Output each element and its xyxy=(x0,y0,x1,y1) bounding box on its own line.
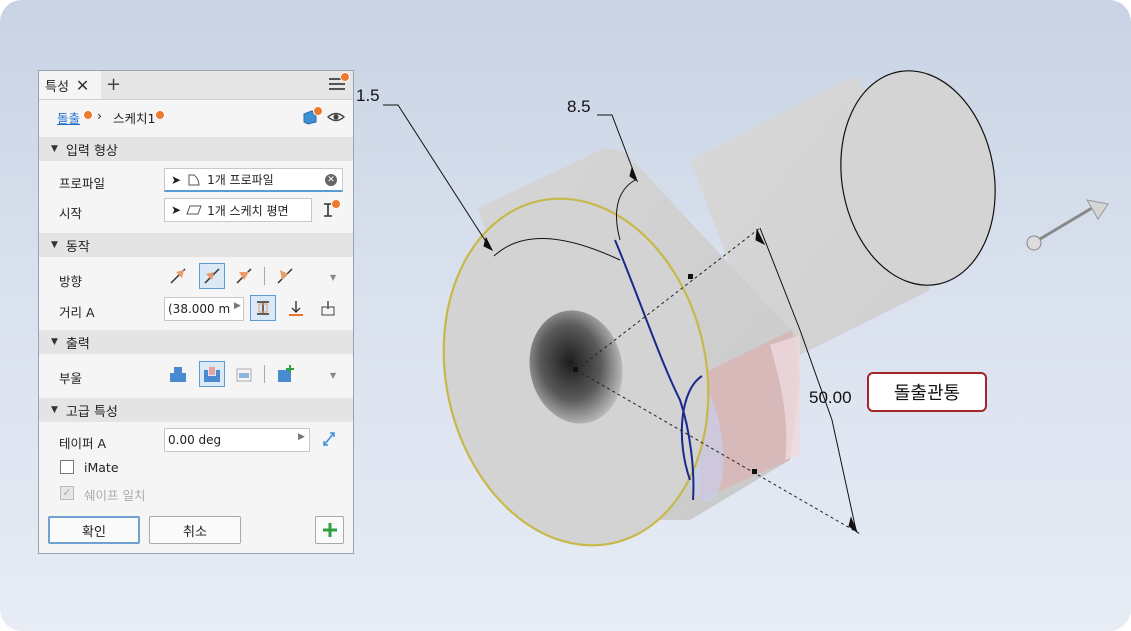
collapse-icon: ▼ xyxy=(51,337,58,347)
direction-icon xyxy=(277,268,293,284)
visibility-icon[interactable] xyxy=(327,110,345,124)
start-label: 시작 xyxy=(59,206,83,221)
chevron-right-icon[interactable]: ▶ xyxy=(234,301,241,311)
collapse-icon: ▼ xyxy=(51,144,58,154)
chevron-down-icon[interactable]: ▼ xyxy=(330,273,337,282)
section-output[interactable]: ▼ 출력 xyxy=(39,330,353,354)
offset-icon[interactable] xyxy=(321,202,335,220)
extents-through-all-button[interactable] xyxy=(315,295,341,321)
cut-button[interactable] xyxy=(199,361,225,387)
sketch-badge xyxy=(155,110,165,120)
distance-value: (38.000 m xyxy=(168,302,231,316)
section-title: 동작 xyxy=(65,239,90,255)
add-icon xyxy=(322,523,337,537)
divider xyxy=(264,365,265,383)
dimension-leaders xyxy=(383,104,859,534)
extents-icon[interactable] xyxy=(301,108,319,126)
direction-flipped-button[interactable] xyxy=(199,263,225,289)
menu-icon[interactable] xyxy=(329,75,345,91)
new-solid-icon xyxy=(278,365,294,382)
section-advanced[interactable]: ▼ 고급 특성 xyxy=(39,398,353,422)
dimension-1-5[interactable]: 1.5 xyxy=(356,86,380,105)
direction-icon xyxy=(236,268,252,284)
menu-badge xyxy=(340,72,350,82)
clear-icon[interactable]: ✕ xyxy=(325,173,337,186)
chevron-down-icon[interactable]: ▼ xyxy=(330,371,337,380)
taper-label: 테이퍼 A xyxy=(59,436,107,451)
dimension-50[interactable]: 50.00 xyxy=(809,388,852,407)
select-cursor-icon: ➤ xyxy=(171,172,182,187)
profile-label: 프로파일 xyxy=(59,176,106,191)
extents-badge xyxy=(313,106,323,116)
direction-icon xyxy=(170,268,186,284)
direction-symmetric-button[interactable] xyxy=(231,263,257,289)
3d-gizmo-icon[interactable] xyxy=(1026,199,1109,251)
sketch-points xyxy=(573,274,757,474)
distance-input[interactable]: (38.000 m xyxy=(164,297,244,321)
breadcrumb-sketch[interactable]: 스케치1 xyxy=(113,111,156,126)
direction-asymmetric-button[interactable] xyxy=(272,263,298,289)
breadcrumb: 돌출 › 스케치1 xyxy=(39,100,353,136)
boolean-label: 부울 xyxy=(59,371,83,386)
section-title: 출력 xyxy=(65,336,90,352)
tab-properties[interactable]: 특성 ✕ xyxy=(39,71,101,99)
distance-icon xyxy=(257,301,269,315)
section-behavior[interactable]: ▼ 동작 xyxy=(39,233,353,257)
new-solid-button[interactable] xyxy=(273,361,299,387)
imate-checkbox[interactable] xyxy=(60,460,74,474)
panel-tab-bar: 특성 ✕ + xyxy=(39,71,353,100)
start-badge xyxy=(331,199,341,209)
join-icon xyxy=(170,367,186,382)
cancel-button[interactable]: 취소 xyxy=(149,516,241,544)
cut-pocket-face xyxy=(700,330,800,500)
start-selector[interactable]: ➤ 1개 스케치 평면 xyxy=(164,198,312,222)
imate-label: iMate xyxy=(84,460,119,475)
shape-match-checkbox[interactable]: ✓ xyxy=(60,486,74,500)
extents-distance-button[interactable] xyxy=(250,295,276,321)
start-value: 1개 스케치 평면 xyxy=(207,203,289,218)
direction-icon xyxy=(204,268,220,284)
section-input-geometry[interactable]: ▼ 입력 형상 xyxy=(39,137,353,161)
distance-label: 거리 A xyxy=(59,305,95,320)
dimension-8-5[interactable]: 8.5 xyxy=(567,97,591,116)
section-title: 고급 특성 xyxy=(65,404,118,420)
shape-match-label: 쉐이프 일치 xyxy=(84,488,146,503)
sketch-plane-icon xyxy=(186,205,202,215)
ok-button[interactable]: 확인 xyxy=(48,516,140,544)
extrude-badge xyxy=(83,110,93,120)
intersect-button[interactable] xyxy=(231,361,257,387)
extrude-cut-tooltip: 돌출관통 xyxy=(867,372,987,412)
direction-label: 방향 xyxy=(59,274,83,289)
cut-pocket-end xyxy=(770,335,800,460)
add-icon[interactable]: + xyxy=(106,74,122,95)
apply-button[interactable] xyxy=(315,516,344,544)
section-title: 입력 형상 xyxy=(65,143,118,159)
flip-taper-icon[interactable] xyxy=(321,430,337,448)
breadcrumb-extrude[interactable]: 돌출 xyxy=(57,111,81,126)
tab-label: 특성 xyxy=(45,79,69,95)
dimension-dashes xyxy=(575,227,863,536)
direction-default-button[interactable] xyxy=(165,263,191,289)
to-icon xyxy=(289,301,303,316)
select-cursor-icon: ➤ xyxy=(171,203,182,217)
properties-panel: 특성 ✕ + 돌출 › 스케치1 ▼ 입력 형상 xyxy=(38,70,354,554)
cut-icon xyxy=(204,367,220,382)
profile-value: 1개 프로파일 xyxy=(207,173,274,187)
taper-value: 0.00 deg xyxy=(168,433,222,447)
collapse-icon: ▼ xyxy=(51,405,58,415)
divider xyxy=(264,267,265,285)
chevron-right-icon[interactable]: ▶ xyxy=(298,432,305,442)
taper-input[interactable]: 0.00 deg xyxy=(164,428,310,452)
join-button[interactable] xyxy=(165,361,191,387)
through-all-icon xyxy=(321,301,335,316)
collapse-icon: ▼ xyxy=(51,240,58,250)
extents-to-button[interactable] xyxy=(283,295,309,321)
breadcrumb-separator: › xyxy=(97,108,102,123)
profile-selector[interactable]: ➤ 1개 프로파일 ✕ xyxy=(164,168,343,192)
close-icon[interactable]: ✕ xyxy=(75,75,90,95)
profile-icon xyxy=(188,174,200,185)
intersect-icon xyxy=(236,368,252,382)
